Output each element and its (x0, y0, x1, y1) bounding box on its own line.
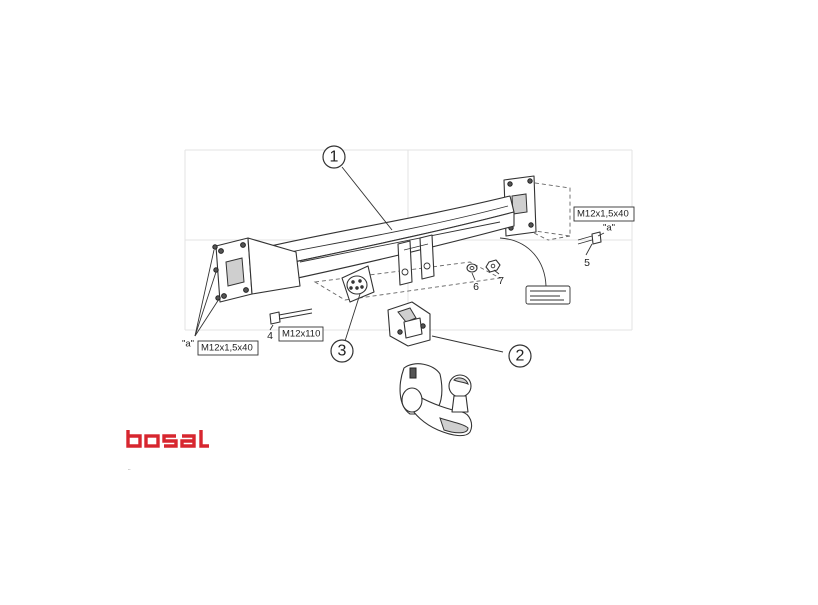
part-number-6: 6 (473, 281, 479, 293)
bosal-logo (126, 430, 209, 448)
a-marker-right: "a" (603, 223, 615, 234)
instruction-sticker (525, 285, 571, 305)
washer-part-6 (466, 263, 478, 273)
callout-1-text: 1 (330, 149, 339, 166)
part-number-5: 5 (584, 257, 590, 269)
bolt-part-4 (269, 308, 313, 325)
nut-part-7 (485, 259, 501, 273)
left-mounting-plate (212, 237, 301, 303)
spec-label-right: M12x1,5x40 (573, 206, 635, 222)
crossbar-beam (261, 195, 515, 285)
tow-ball (399, 363, 473, 437)
callout-3: 3 (330, 339, 354, 363)
spec-label-left-text: M12x1,5x40 (201, 343, 253, 354)
bosal-logo-text: bosal (128, 469, 131, 471)
spec-label-right-text: M12x1,5x40 (577, 209, 629, 220)
hook-receiver-bracket (387, 301, 431, 347)
callout-3-text: 3 (338, 343, 347, 360)
bolt-part-5 (577, 231, 602, 245)
part-number-7: 7 (498, 275, 504, 287)
callout-2: 2 (508, 344, 532, 368)
socket-plate (341, 265, 375, 303)
part-number-4: 4 (267, 330, 273, 342)
leader-lines (194, 166, 605, 353)
spec-label-center-text: M12x110 (282, 329, 320, 340)
spec-label-left: M12x1,5x40 (197, 340, 259, 356)
a-marker-left: "a" (182, 339, 194, 350)
callout-1: 1 (322, 145, 346, 169)
spec-label-center: M12x110 (278, 326, 324, 342)
connector-area-outline (313, 261, 502, 301)
hook-mount-brackets (397, 234, 435, 286)
callout-2-text: 2 (516, 348, 525, 365)
